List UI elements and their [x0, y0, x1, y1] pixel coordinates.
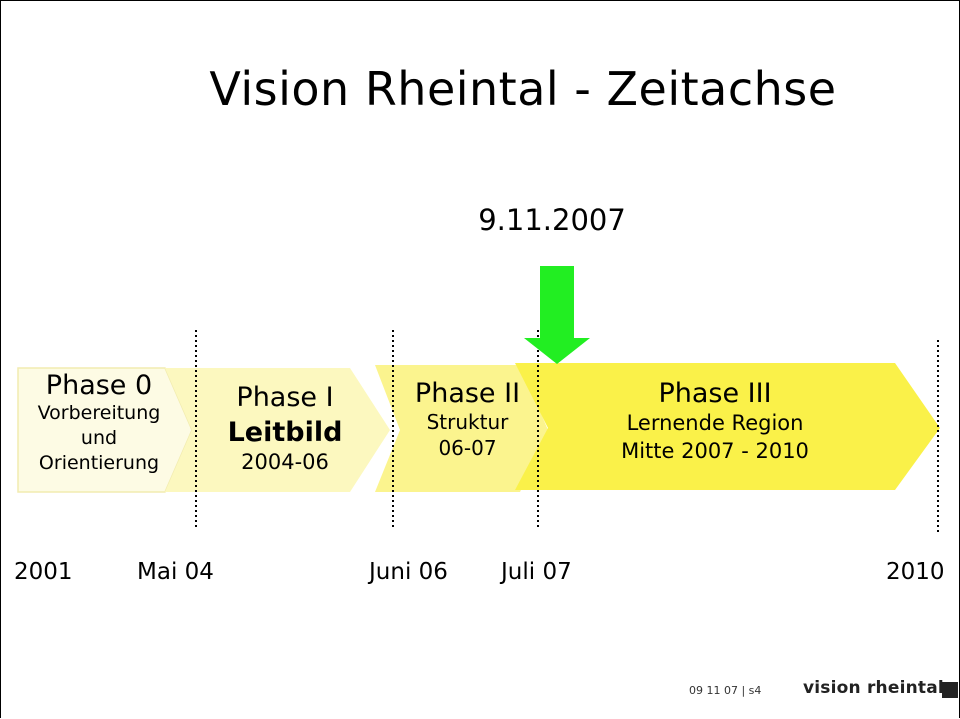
- phase-0-line: Orientierung: [38, 452, 160, 475]
- phase-0-name: Phase 0: [45, 370, 153, 401]
- phase-1-text: Phase I Leitbild 2004-06: [200, 382, 370, 474]
- timeline-label-2001: 2001: [14, 559, 73, 585]
- phase-2-text: Phase II Struktur 06-07: [395, 378, 540, 461]
- phase-3-line: Lernende Region: [626, 411, 804, 436]
- slide-title: Vision Rheintal - Zeitachse: [209, 62, 837, 116]
- phase-1-name: Phase I: [236, 382, 334, 413]
- phase-0-text: Phase 0 Vorbereitung und Orientierung: [14, 370, 184, 476]
- phase-2-shape: [375, 365, 548, 492]
- timeline-label-mai-04: Mai 04: [137, 559, 214, 585]
- current-date-label: 9.11.2007: [478, 203, 626, 237]
- phase-1-bold: Leitbild: [227, 417, 343, 449]
- current-date-arrow: [524, 266, 590, 364]
- phase-3-line: Mitte 2007 - 2010: [621, 439, 809, 464]
- phase-3-name: Phase III: [658, 378, 772, 409]
- brand-logo-square: [942, 682, 958, 698]
- phase-1-shape: [165, 368, 390, 492]
- phase-0-line: und: [80, 427, 118, 450]
- phase-3-text: Phase III Lernende Region Mitte 2007 - 2…: [555, 378, 875, 465]
- timeline-label-juli-07: Juli 07: [501, 559, 572, 585]
- footer-date-page: 09 11 07 | s4: [689, 684, 762, 697]
- phase-0-line: Vorbereitung: [37, 402, 161, 425]
- phase-2-line: 06-07: [438, 436, 497, 461]
- phase-2-name: Phase II: [414, 378, 521, 409]
- phase-3-shape: [515, 363, 940, 490]
- phase-2-line: Struktur: [426, 410, 509, 435]
- phase-1-line: 2004-06: [241, 450, 329, 475]
- timeline-label-2010: 2010: [886, 559, 945, 585]
- timeline-label-juni-06: Juni 06: [369, 559, 448, 585]
- brand-logo-text: vision rheintal: [803, 678, 944, 698]
